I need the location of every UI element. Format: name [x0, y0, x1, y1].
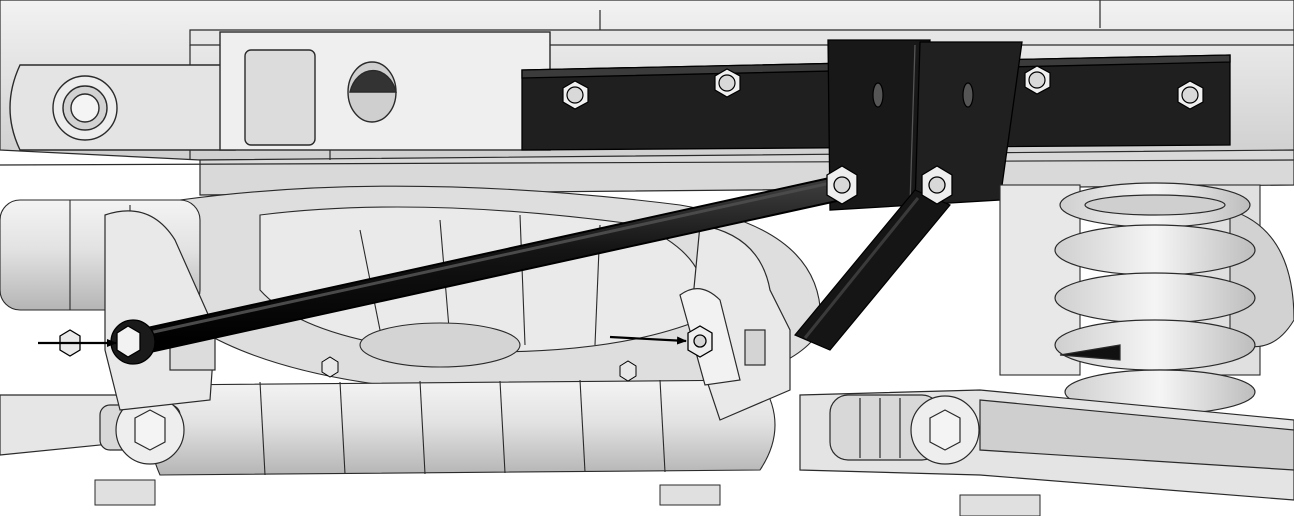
hex-bolt-icon	[826, 165, 858, 205]
hex-nut-icon	[1177, 80, 1204, 110]
hex-bolt-icon	[687, 325, 713, 358]
bracket-pivot-bolts	[826, 165, 953, 205]
hitch-receiver	[219, 31, 551, 151]
bracket-bolts	[562, 65, 1204, 110]
center-bolt-callout-arrow	[609, 335, 687, 345]
housing-nuts	[321, 356, 637, 382]
hex-nut-icon	[929, 409, 961, 451]
hex-nut-icon	[321, 356, 339, 378]
bottom-clips	[94, 479, 1041, 516]
lower-link-left	[0, 394, 185, 465]
panhard-bar	[122, 175, 853, 356]
hex-nut-icon	[714, 68, 741, 98]
hex-nut-icon	[619, 360, 637, 382]
hex-nut-icon	[1024, 65, 1051, 95]
hex-bolt-icon	[921, 165, 953, 205]
callout-arrows	[38, 335, 687, 347]
hex-nut-icon	[562, 80, 589, 110]
coil-spring	[1054, 182, 1256, 415]
hex-nut-icon	[134, 409, 166, 451]
tow-loop	[9, 64, 236, 151]
lower-link-right	[799, 389, 1294, 501]
axle-tube-lower	[149, 379, 776, 476]
